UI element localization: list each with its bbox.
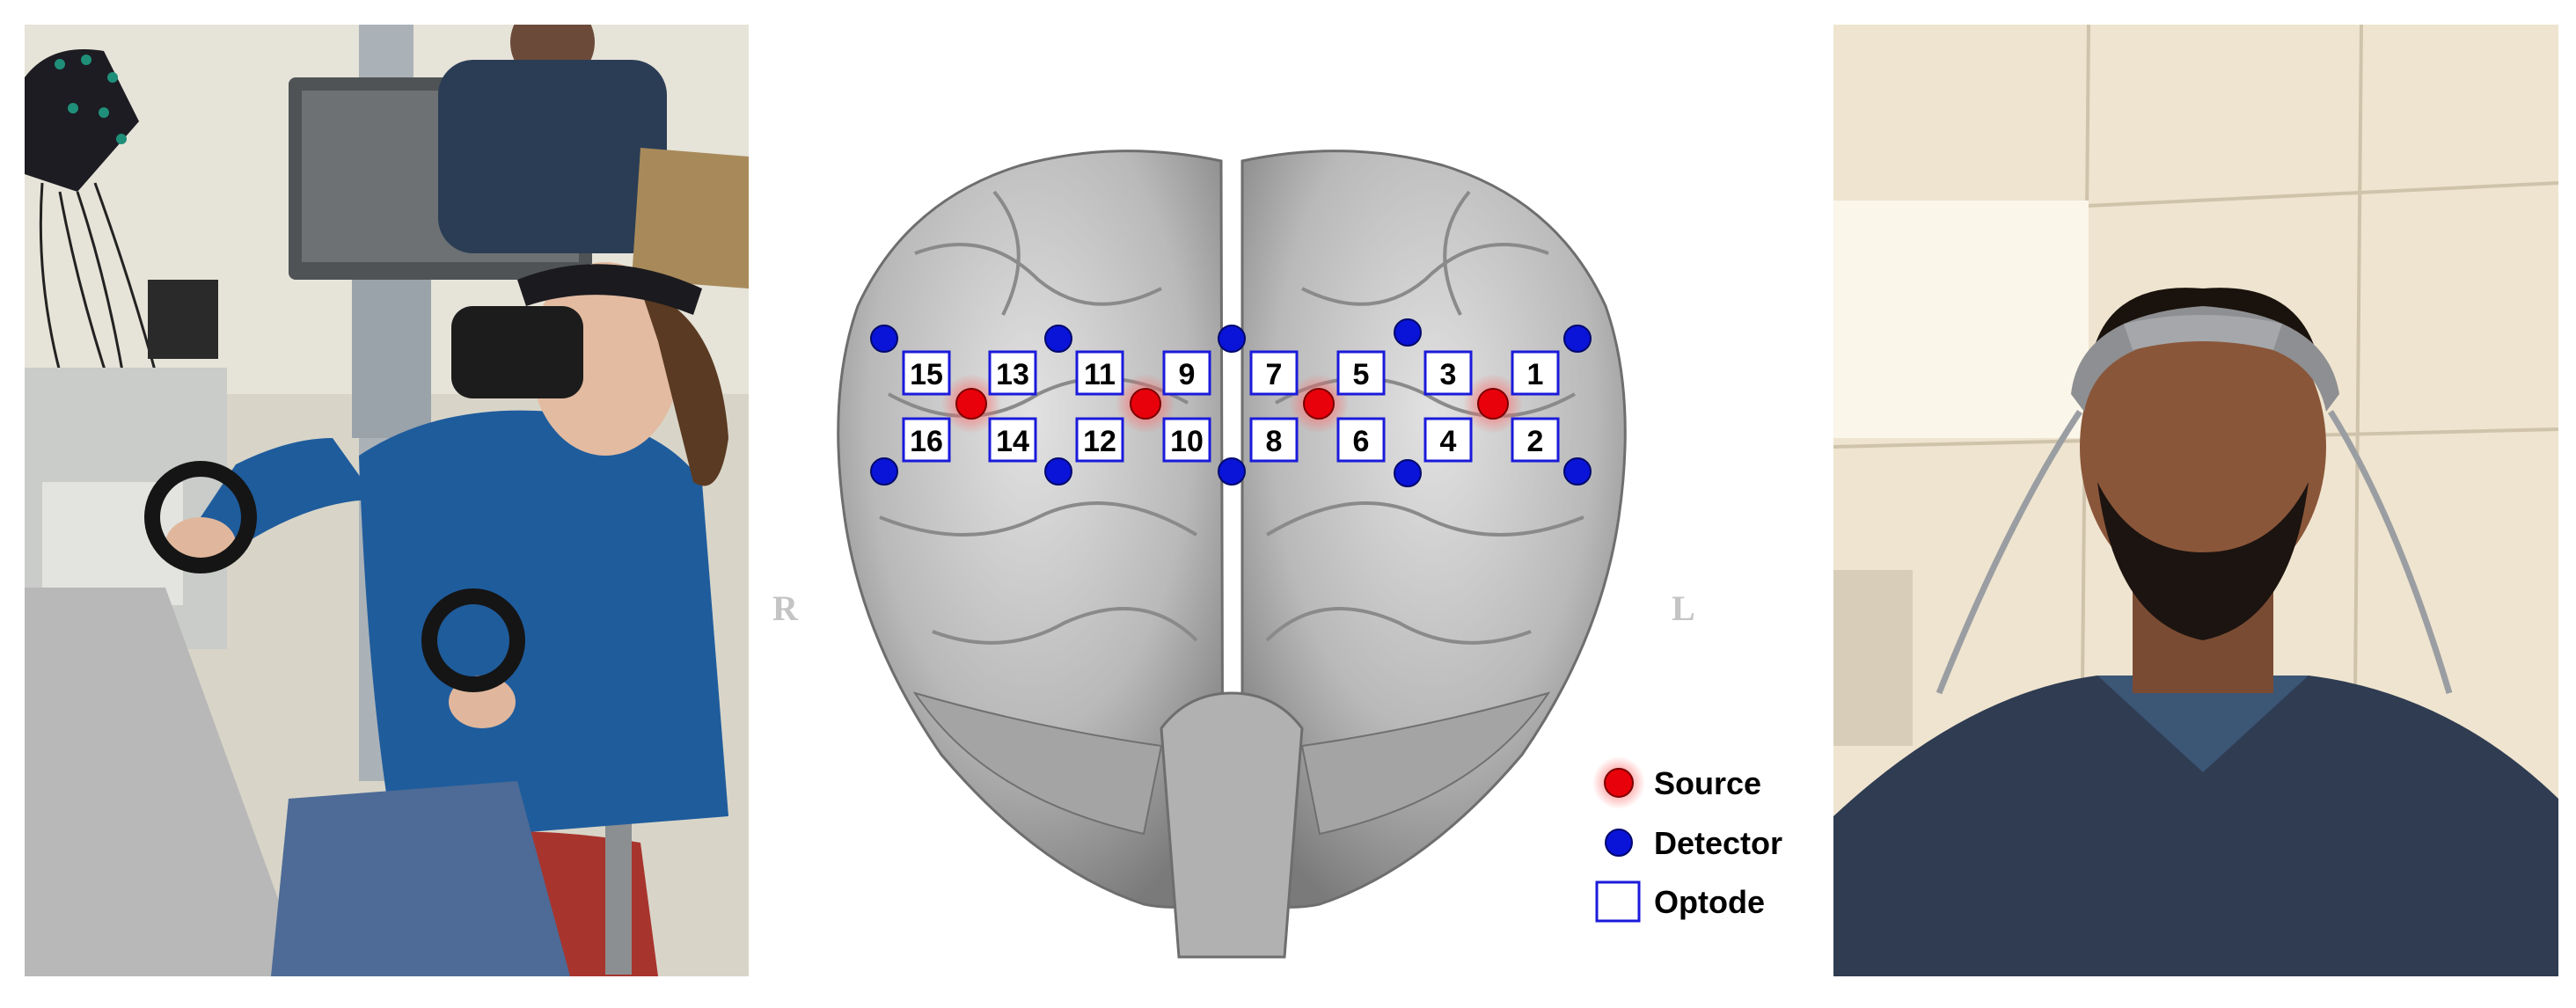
optode-label: 12 <box>1083 425 1116 458</box>
optode-box <box>1075 417 1124 463</box>
source-dot <box>1303 388 1335 420</box>
detector-dot <box>870 325 898 353</box>
legend-source-icon <box>1604 768 1634 798</box>
fnirs-participant-photo <box>1833 25 2558 976</box>
optode-box <box>988 417 1037 463</box>
optode-label: 8 <box>1266 425 1283 458</box>
optode-box <box>988 350 1037 396</box>
optode-box <box>1511 417 1560 463</box>
optode-box <box>1249 417 1299 463</box>
optode-box <box>1423 417 1473 463</box>
detector-dot <box>1394 318 1422 347</box>
optode-box <box>902 417 951 463</box>
detector-dot <box>1563 457 1592 486</box>
optode-box <box>1249 350 1299 396</box>
optode-label: 15 <box>910 358 943 391</box>
optode-label: 1 <box>1527 358 1544 391</box>
legend-optode-icon <box>1595 880 1641 923</box>
detector-dot <box>1218 457 1246 486</box>
source-dot <box>955 388 987 420</box>
optode-label: 13 <box>996 358 1029 391</box>
right-hemisphere-label: R <box>772 588 798 628</box>
detector-dot <box>1394 459 1422 487</box>
brain-illustration <box>837 150 1627 959</box>
optode-label: 4 <box>1440 425 1457 458</box>
optode-box <box>1075 350 1124 396</box>
source-dot <box>1130 388 1161 420</box>
detector-dot <box>1563 325 1592 353</box>
vr-participant-photo <box>25 25 749 976</box>
detector-dot <box>870 457 898 486</box>
brain-optode-layout-diagram: 15 13 11 9 7 5 3 1 16 14 12 10 <box>772 25 1812 976</box>
optode-box <box>1162 350 1211 396</box>
optode-box <box>1423 350 1473 396</box>
left-hemisphere-label: L <box>1672 588 1695 628</box>
source-dot <box>1477 388 1509 420</box>
optode-boxes: 15 13 11 9 7 5 3 1 16 14 12 10 <box>902 350 1560 463</box>
legend: Source Detector Optode <box>1592 756 1782 923</box>
optode-label: 14 <box>996 425 1029 458</box>
legend-optode-label: Optode <box>1654 884 1765 920</box>
optode-label: 6 <box>1353 425 1370 458</box>
optode-label: 2 <box>1527 425 1544 458</box>
optode-box <box>1511 350 1560 396</box>
optode-label: 16 <box>910 425 943 458</box>
optode-box <box>1336 417 1386 463</box>
detector-markers <box>870 318 1592 487</box>
optode-label: 7 <box>1266 358 1283 391</box>
optode-box <box>1336 350 1386 396</box>
detector-dot <box>1044 457 1072 486</box>
optode-label: 9 <box>1179 358 1196 391</box>
optode-label: 11 <box>1084 358 1116 391</box>
optode-box <box>902 350 951 396</box>
detector-dot <box>1218 325 1246 353</box>
detector-dot <box>1044 325 1072 353</box>
optode-label: 10 <box>1170 425 1204 458</box>
source-markers <box>941 374 1523 434</box>
legend-detector-icon <box>1605 829 1633 857</box>
legend-source-label: Source <box>1654 765 1761 801</box>
optode-box <box>1162 417 1211 463</box>
legend-detector-label: Detector <box>1654 825 1782 861</box>
optode-label: 5 <box>1353 358 1370 391</box>
optode-label: 3 <box>1440 358 1457 391</box>
